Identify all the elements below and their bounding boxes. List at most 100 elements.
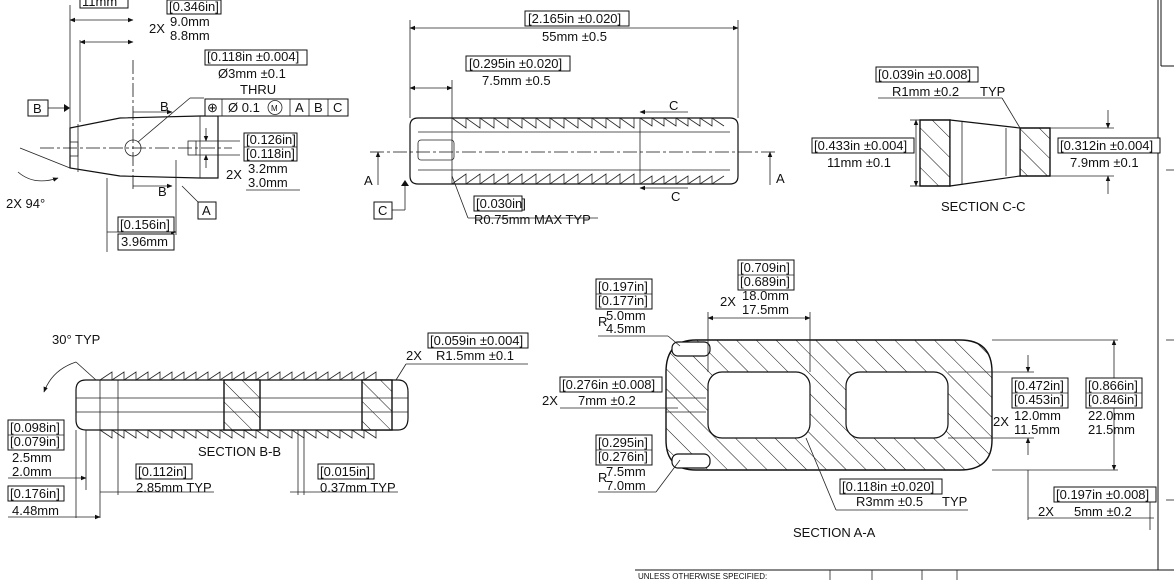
aa-r3-typ: TYP [942, 494, 967, 509]
aa-r2-mm-upper: 7.5mm [606, 464, 646, 479]
aa-top-in-upper: [0.709in] [740, 260, 790, 275]
bb-left2-mm: 4.48mm [12, 503, 59, 518]
section-c-lower: C [671, 189, 680, 204]
bb-left1-mm-upper: 2.5mm [12, 450, 52, 465]
bb-mid-mm: 2.85mm TYP [136, 480, 212, 495]
cc-left-mm: 11mm ±0.1 [827, 155, 891, 170]
bb-left2-in: [0.176in] [10, 486, 60, 501]
bb-radius-mm: R1.5mm ±0.1 [436, 348, 514, 363]
aa-in-mm-upper: 12.0mm [1014, 408, 1061, 423]
dim-9mm-upper: 9.0mm [170, 14, 210, 29]
bb-left1-in-upper: [0.098in] [10, 420, 60, 435]
aa-out-in-lower: [0.846in] [1088, 392, 1138, 407]
section-aa-title: SECTION A-A [793, 525, 876, 540]
bb-angle-label: 30° TYP [52, 332, 100, 347]
aa-in-mm-lower: 11.5mm [1014, 422, 1060, 437]
dim-396-mm: 3.96mm [121, 234, 168, 249]
cc-radius-mm: R1mm ±0.2 [892, 84, 959, 99]
aa-r1-in-lower: [0.177in] [598, 293, 648, 308]
aa-out-in-upper: [0.866in] [1088, 378, 1138, 393]
aa-r2-in-upper: [0.295in] [598, 435, 648, 450]
aa-r3-in: [0.118in ±0.020] [842, 479, 934, 494]
tip-length-mm: 7.5mm ±0.5 [482, 73, 551, 88]
bb-radius-count: 2X [406, 348, 422, 363]
section-a-left: A [364, 173, 373, 188]
aa-r2-mm-lower: 7.0mm [606, 478, 646, 493]
dim-0346-in: [0.346in] [169, 0, 219, 14]
overall-length-mm: 55mm ±0.5 [542, 29, 607, 44]
tip-length-in: [0.295in ±0.020] [469, 56, 562, 71]
dim-0156-in: [0.156in] [120, 217, 170, 232]
side-view-outline [69, 115, 219, 179]
aa-top-count: 2X [720, 294, 736, 309]
slot-dim-count: 2X [226, 167, 242, 182]
aa-r1-r: R [598, 314, 607, 329]
datum-b-box [27, 99, 49, 117]
aa-slot-in: [0.276in ±0.008] [562, 377, 655, 392]
bb-rt-mm: 0.37mm TYP [320, 480, 396, 495]
slot-dim-mm-upper: 3.2mm [248, 161, 288, 176]
section-cc-title: SECTION C-C [941, 199, 1026, 214]
bb-rt-in: [0.015in] [320, 464, 370, 479]
section-a-right: A [776, 171, 785, 186]
aa-r1-mm-upper: 5.0mm [606, 308, 646, 323]
section-c-c: [0.433in ±0.004] 11mm ±0.1 [0.312in ±0.0… [811, 66, 1161, 214]
aa-r3-mm: R3mm ±0.5 [856, 494, 923, 509]
bb-mid-in: [0.112in] [138, 464, 187, 479]
top-view: [2.165in ±0.020] 55mm ±0.5 [0.295in ±0.0… [364, 10, 785, 227]
dim-9mm-lower: 8.8mm [170, 28, 210, 43]
aa-r2-in-lower: [0.276in] [598, 449, 648, 464]
bb-radius-in: [0.059in ±0.004] [430, 333, 523, 348]
aa-edge-count: 2X [1038, 504, 1054, 519]
section-a-a: [0.709in] [0.689in] 2X 18.0mm 17.5mm [0.… [542, 259, 1157, 540]
aa-r2-r: R [598, 470, 607, 485]
fcf-tolerance: Ø 0.1 [228, 100, 260, 115]
fcf-datum-a: A [295, 100, 304, 115]
slot-dim-in-lower: [0.118in] [246, 146, 295, 161]
datum-b-label: B [33, 101, 42, 116]
section-bb-title: SECTION B-B [198, 444, 281, 459]
aa-top-mm-upper: 18.0mm [742, 288, 789, 303]
section-b-b: 30° TYP [0.059in ±0.004] 2X R1.5mm ±0.1 … [7, 332, 529, 520]
section-c-upper: C [669, 98, 678, 113]
aa-out-mm-lower: 21.5mm [1088, 422, 1135, 437]
bb-left1-mm-lower: 2.0mm [12, 464, 52, 479]
aa-in-count: 2X [993, 414, 1009, 429]
datum-c-box [373, 201, 393, 220]
aa-in-in-upper: [0.472in] [1014, 378, 1064, 393]
radius-in: [0.030in] [476, 196, 526, 211]
position-symbol-icon: ⊕ [207, 100, 218, 115]
hole-dim-mm: Ø3mm ±0.1 [218, 66, 286, 81]
dim-9mm-count: 2X [149, 21, 165, 36]
angle-94-label: 2X 94° [6, 196, 45, 211]
aa-slot-count: 2X [542, 393, 558, 408]
partial-dimension-label: 11mm [82, 0, 117, 9]
datum-c-label: C [378, 203, 387, 218]
datum-a-box [197, 201, 217, 220]
fcf-datum-c: C [333, 100, 342, 115]
fcf-mmc-modifier: M [271, 104, 278, 113]
hole-thru: THRU [240, 82, 276, 97]
aa-edge-in: [0.197in ±0.008] [1056, 487, 1149, 502]
cc-right-mm: 7.9mm ±0.1 [1070, 155, 1139, 170]
aa-edge-mm: 5mm ±0.2 [1074, 504, 1132, 519]
aa-r1-mm-lower: 4.5mm [606, 321, 646, 336]
overall-length-in: [2.165in ±0.020] [528, 11, 621, 26]
radius-mm: R0.75mm MAX TYP [474, 212, 591, 227]
aa-r1-in-upper: [0.197in] [598, 279, 648, 294]
aa-top-in-lower: [0.689in] [740, 274, 790, 289]
bb-left1-in-lower: [0.079in] [10, 434, 60, 449]
feature-control-frame: ⊕ Ø 0.1 M A B C [204, 98, 349, 117]
cc-right-in: [0.312in ±0.004] [1060, 138, 1153, 153]
aa-in-in-lower: [0.453in] [1014, 392, 1064, 407]
datum-a-label: A [202, 203, 211, 218]
side-view: 11mm [0.346in] 2X 9.0mm 8.8mm B B B [0.1… [6, 0, 349, 252]
section-b-upper: B [160, 99, 169, 114]
cc-left-in: [0.433in ±0.004] [814, 138, 907, 153]
aa-top-mm-lower: 17.5mm [742, 302, 789, 317]
cc-radius-in: [0.039in ±0.008] [878, 67, 971, 82]
fcf-datum-b: B [314, 100, 323, 115]
top-view-outline [409, 117, 739, 185]
aa-out-mm-upper: 22.0mm [1088, 408, 1135, 423]
title-block-note: UNLESS OTHERWISE SPECIFIED: [638, 572, 767, 580]
